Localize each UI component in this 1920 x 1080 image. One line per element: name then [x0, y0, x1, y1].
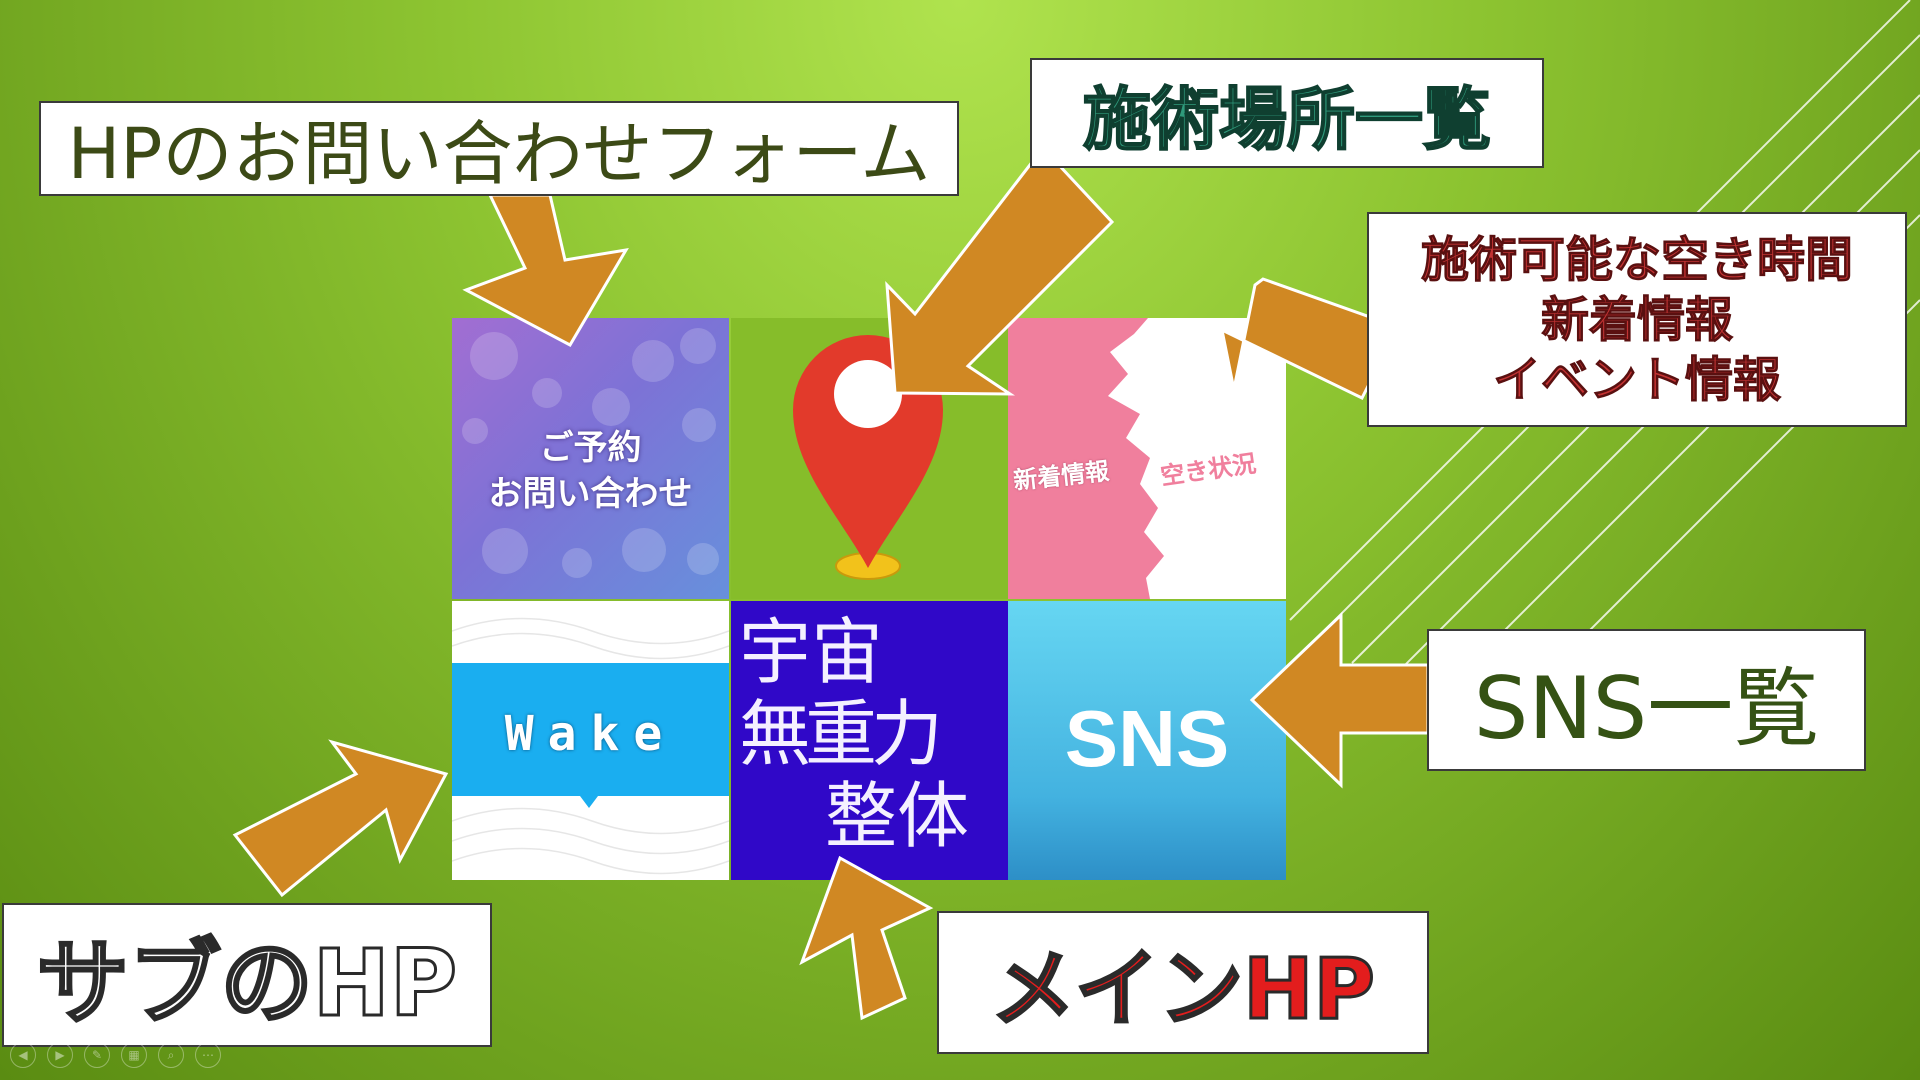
- label-locations-text: 施術場所一覧: [1082, 80, 1492, 161]
- reservation-tile-text: ご予約 お問い合わせ: [452, 426, 729, 518]
- bokeh-circle: [592, 388, 630, 426]
- sns-tile[interactable]: SNS: [1008, 601, 1286, 880]
- sns-tile-title: SNS: [1064, 694, 1230, 783]
- more-options-icon[interactable]: ⋯: [195, 1042, 221, 1068]
- reservation-tile-line-1: ご予約: [539, 428, 642, 468]
- label-sub-hp-text: サブのHP: [35, 928, 458, 1038]
- main-tile-line-1: 宇宙: [739, 610, 884, 694]
- slides-grid-icon[interactable]: ▦: [121, 1042, 147, 1068]
- wake-title: Wake: [504, 706, 677, 762]
- label-contact-form: HPのお問い合わせフォーム: [39, 101, 959, 196]
- bokeh-circle: [682, 408, 716, 442]
- bokeh-circle: [622, 528, 666, 572]
- main-tile-text: 宇宙 無重力 整体: [739, 611, 1007, 857]
- label-contact-form-text: HPのお問い合わせフォーム: [67, 113, 931, 195]
- main-hp-tile[interactable]: 宇宙 無重力 整体: [731, 601, 1008, 880]
- brush-stroke-graphic: [1108, 318, 1286, 599]
- zoom-icon[interactable]: ⌕: [158, 1042, 184, 1068]
- main-tile-line-3: 整体: [825, 774, 970, 858]
- sub-hp-wake-tile[interactable]: Wake: [452, 601, 729, 880]
- bokeh-circle: [532, 378, 562, 408]
- bokeh-circle: [632, 340, 674, 382]
- label-availability-text: 施術可能な空き時間: [1420, 231, 1853, 288]
- arrow-to-map: [885, 145, 1115, 396]
- label-main-hp-text: メインHP: [990, 939, 1377, 1040]
- reservation-contact-tile[interactable]: ご予約 お問い合わせ: [452, 318, 729, 599]
- reservation-tile-line-2: お問い合わせ: [488, 473, 693, 514]
- presentation-toolbar: ◀ ▶ ✎ ▦ ⌕ ⋯: [10, 1042, 221, 1068]
- news-availability-tile[interactable]: 新着情報 空き状況: [1008, 318, 1286, 599]
- label-sub-hp: サブのHP: [2, 903, 492, 1047]
- bokeh-circle: [470, 332, 518, 380]
- main-tile-line-2: 無重力: [739, 692, 943, 776]
- label-locations: 施術場所一覧: [1030, 58, 1544, 168]
- label-sns-list: SNS一覧: [1427, 629, 1866, 771]
- next-slide-icon[interactable]: ▶: [47, 1042, 73, 1068]
- arrow-to-wake: [232, 739, 449, 898]
- wave-pattern-graphic: [452, 617, 729, 875]
- bokeh-circle: [687, 543, 719, 575]
- label-news-text: 新着情報: [1540, 291, 1733, 348]
- label-main-hp: メインHP: [937, 911, 1429, 1054]
- bokeh-circle: [482, 528, 528, 574]
- arrow-to-main: [799, 855, 934, 1021]
- wake-banner: [452, 663, 729, 796]
- arrow-to-sns: [1249, 611, 1430, 789]
- label-events-text: イベント情報: [1492, 351, 1781, 408]
- label-sns-list-text: SNS一覧: [1473, 658, 1820, 759]
- arrow-to-reservation: [462, 193, 629, 347]
- bokeh-circle: [680, 328, 716, 364]
- label-availability-news-events: 施術可能な空き時間 新着情報 イベント情報: [1367, 212, 1907, 427]
- bokeh-circle: [562, 548, 592, 578]
- arrow-to-news: [1219, 277, 1401, 400]
- pen-icon[interactable]: ✎: [84, 1042, 110, 1068]
- previous-slide-icon[interactable]: ◀: [10, 1042, 36, 1068]
- bokeh-circle: [462, 418, 488, 444]
